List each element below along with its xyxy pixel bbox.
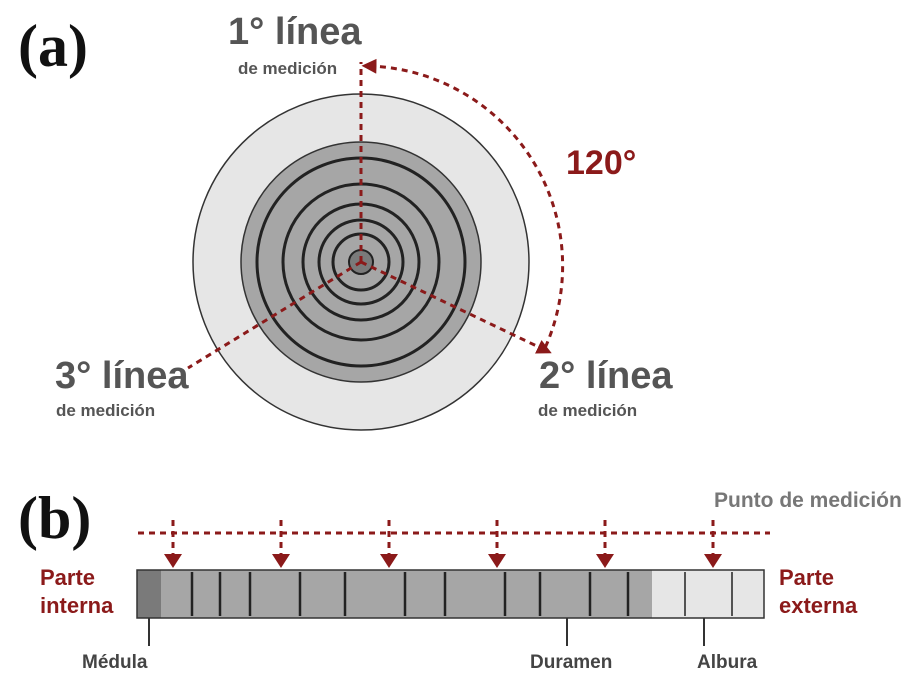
measure-point-label: Punto de medición xyxy=(714,489,902,512)
panel-a-label: (a) xyxy=(18,13,88,79)
measure-arrows xyxy=(164,520,722,568)
core-pith-segment xyxy=(137,570,161,618)
measure-arrow-head xyxy=(272,554,290,568)
line-3-subtitle: de medición xyxy=(56,401,155,420)
core-heartwood-segment xyxy=(161,570,652,618)
heartwood-label: Duramen xyxy=(530,652,612,673)
core-sapwood-segment xyxy=(652,570,764,618)
measure-arrow-head xyxy=(164,554,182,568)
line-1-title: 1° línea xyxy=(228,11,362,53)
line-3-title: 3° línea xyxy=(55,355,189,397)
growth-ring xyxy=(317,218,405,306)
measure-line-2 xyxy=(360,260,552,354)
measure-arrow-head xyxy=(380,554,398,568)
core-outline xyxy=(136,569,765,619)
core-ring-boundaries xyxy=(190,572,733,616)
inner-part-label-2: interna xyxy=(40,593,114,618)
pith-label: Médula xyxy=(82,652,148,673)
line-1-subtitle: de medición xyxy=(238,59,337,78)
panel-a: (a) 120° 1° línea de medición 2° línea d… xyxy=(18,11,673,431)
sapwood-label: Albura xyxy=(697,652,758,673)
line-2-subtitle: de medición xyxy=(538,401,637,420)
angle-label: 120° xyxy=(566,144,636,182)
line-2-title: 2° línea xyxy=(539,355,673,397)
increment-core xyxy=(136,569,765,619)
measure-arrow-head xyxy=(488,554,506,568)
measure-arrow-head xyxy=(596,554,614,568)
outer-part-label-2: externa xyxy=(779,593,858,618)
measure-arrow-head xyxy=(704,554,722,568)
outer-part-label-1: Parte xyxy=(779,565,834,590)
inner-part-label-1: Parte xyxy=(40,565,95,590)
panel-b-label: (b) xyxy=(18,485,91,551)
panel-b: (b) Punto de medición Parte interna Part… xyxy=(18,485,902,673)
angle-arc xyxy=(361,58,565,349)
measure-line-3 xyxy=(187,260,362,370)
